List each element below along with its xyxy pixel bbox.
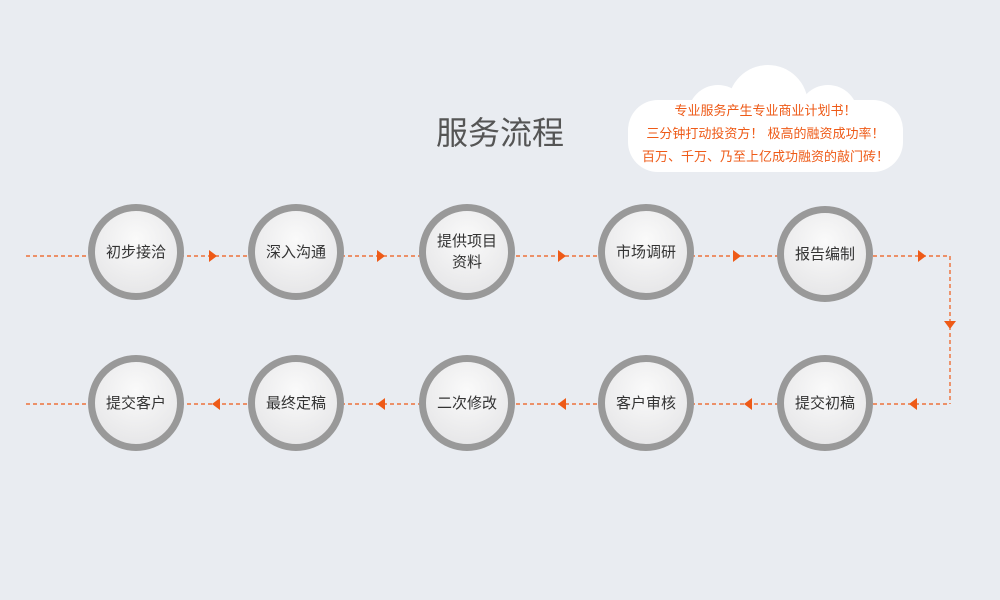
step-label: 深入沟通 [265,242,326,261]
step-label: 初步接洽 [105,242,166,261]
arrow-right-icon [918,250,926,262]
arrow-right-icon [558,250,566,262]
step-5: 报告编制 [777,206,873,302]
arrow-left-icon [744,398,752,410]
cloud-shape [628,65,903,172]
arrow-left-icon [377,398,385,410]
slogan-line: 专业服务产生专业商业计划书！ [674,104,857,119]
step-label: 二次修改 [436,393,497,412]
step-2: 深入沟通 [248,204,344,300]
step-10: 提交客户 [88,355,184,451]
arrow-left-icon [558,398,566,410]
arrow-down-icon [944,321,956,329]
step-1: 初步接洽 [88,204,184,300]
step-6: 提交初稿 [777,355,873,451]
arrow-right-icon [733,250,741,262]
arrow-left-icon [212,398,220,410]
step-label: 提交初稿 [794,393,855,412]
page-title: 服务流程 [435,114,564,152]
slogan-line: 三分钟打动投资方！ 极高的融资成功率！ [646,127,885,142]
step-label: 最终定稿 [265,393,326,412]
step-8: 二次修改 [419,355,515,451]
arrow-right-icon [377,250,385,262]
step-label: 提交客户 [105,393,166,412]
step-9: 最终定稿 [248,355,344,451]
arrow-left-icon [909,398,917,410]
step-7: 客户审核 [598,355,694,451]
cloud-slogan: 专业服务产生专业商业计划书！ 三分钟打动投资方！ 极高的融资成功率！ 百万、千万… [628,100,903,169]
step-4: 市场调研 [598,204,694,300]
arrow-right-icon [209,250,217,262]
step-label: 市场调研 [615,242,676,261]
step-label: 报告编制 [794,244,855,263]
step-label: 提供项目资料 [436,232,497,271]
slogan-line: 百万、千万、乃至上亿成功融资的敲门砖！ [641,150,889,165]
step-label: 客户审核 [615,393,676,412]
step-3: 提供项目资料 [419,204,515,300]
